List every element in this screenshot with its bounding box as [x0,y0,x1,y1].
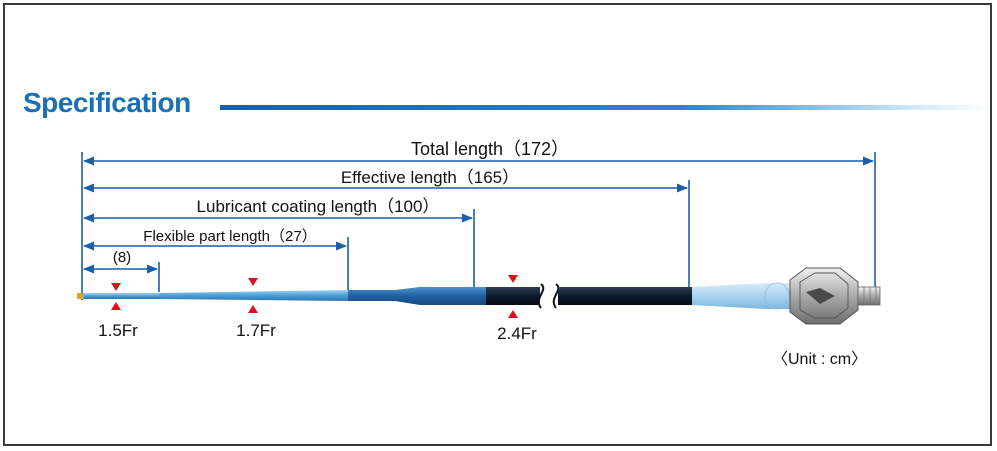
marker-bottom-1 [111,302,121,310]
luer-connector [789,267,881,325]
flexible-length-label: Flexible part length（27） [143,228,316,245]
diameter-marker-2: 1.7Fr [236,278,276,340]
marker-top-3 [508,275,518,283]
dimension-total: Total length（172） [82,139,876,292]
diameter-marker-1: 1.5Fr [98,283,138,340]
title-rule [220,105,990,110]
marker-top-1 [111,283,121,291]
break-symbol-right [552,283,560,309]
break-symbol-left [537,283,545,309]
marker-bottom-2 [248,305,258,313]
proximal-shaft-b [558,287,692,305]
marker-top-2 [248,278,258,286]
diameter-marker-3: 2.4Fr [497,275,537,343]
distal-segment [84,293,159,299]
tip-length-label: (8) [113,249,131,266]
tip-marker [77,293,84,299]
flexible-segment [159,290,348,301]
unit-label: 〈Unit : cm〉 [772,351,868,368]
dimension-effective: Effective length（165） [82,168,690,292]
dimension-lubricant: Lubricant coating length（100） [82,197,475,290]
diagram-frame: Specification [3,3,992,446]
dimension-tip: (8) [82,249,160,292]
effective-length-label: Effective length（165） [341,168,519,187]
lubricant-length-label: Lubricant coating length（100） [197,197,440,216]
diameter-label-2: 1.7Fr [236,321,276,340]
dimension-flexible: Flexible part length（27） [82,228,349,292]
marker-bottom-3 [508,310,518,318]
diameter-label-1: 1.5Fr [98,321,138,340]
mid-segment [348,287,486,305]
total-length-label: Total length（172） [411,139,569,159]
catheter-body [77,267,881,325]
diameter-label-3: 2.4Fr [497,324,537,343]
section-title: Specification [23,87,191,118]
hub-cone [692,283,790,309]
proximal-shaft-a [486,287,540,305]
